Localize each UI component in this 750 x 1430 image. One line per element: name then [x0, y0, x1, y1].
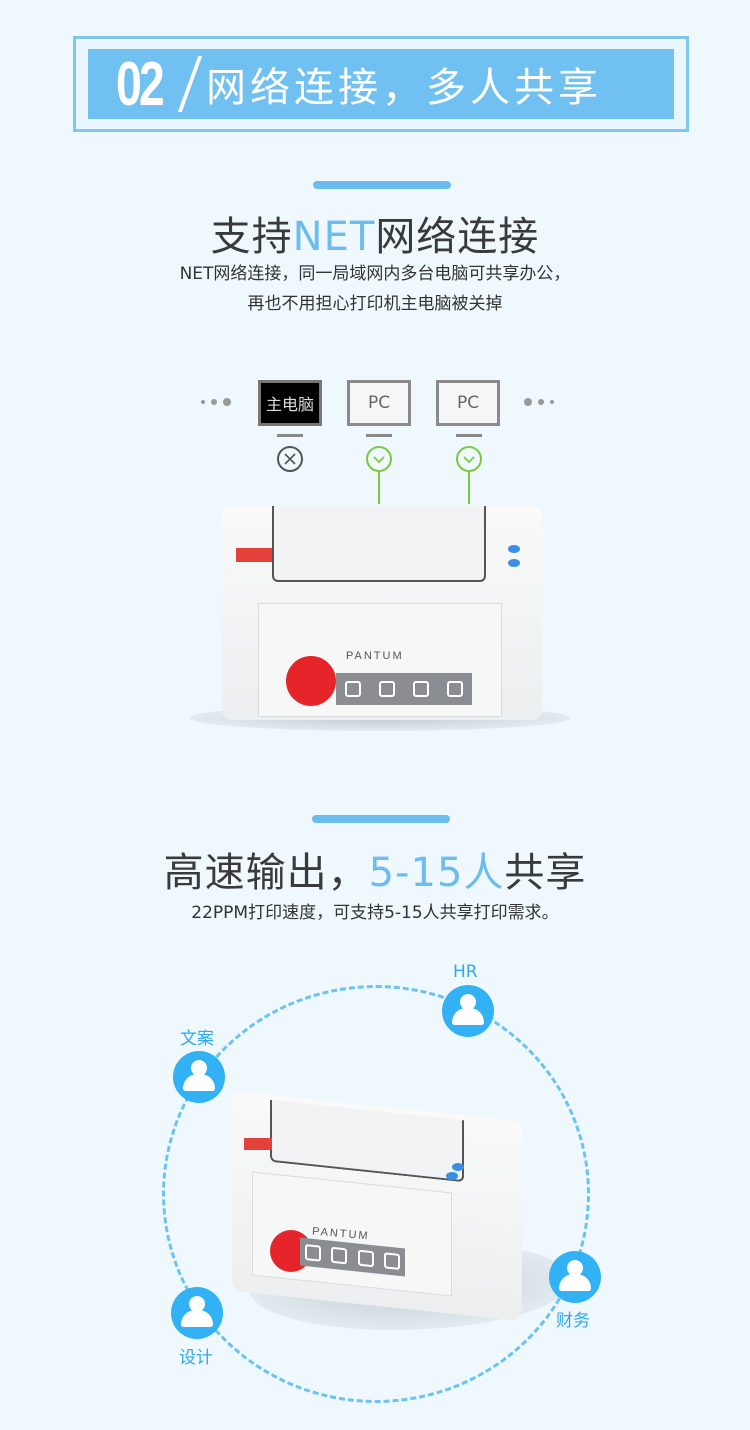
- more-dots-right: [524, 398, 554, 406]
- connection-line: [468, 472, 470, 504]
- section1-desc-1: NET网络连接，同一局域网内多台电脑可共享办公，: [179, 264, 571, 284]
- offline-x-icon: [277, 446, 303, 472]
- user-icon: [171, 1287, 223, 1339]
- title-text: 网络连接: [375, 214, 540, 260]
- user-label-finance: 财务: [556, 1311, 590, 1331]
- divider-bar: [313, 181, 451, 189]
- pc-monitor-2: PC: [436, 380, 500, 426]
- divider-bar: [312, 815, 450, 823]
- more-dots-left: [201, 398, 231, 406]
- banner-title: 网络连接，多人共享: [206, 65, 602, 111]
- title-highlight: NET: [292, 214, 376, 260]
- section-banner: 02 网络连接，多人共享: [73, 36, 689, 132]
- pc-monitor-1: PC: [347, 380, 411, 426]
- printer-brand-logo: PANTUM: [346, 650, 404, 662]
- title-highlight: 5-15人: [368, 850, 505, 896]
- user-label-design: 设计: [179, 1348, 213, 1368]
- section2-title: 高速输出，5-15人共享: [0, 840, 750, 898]
- monitor-stand: [456, 434, 482, 437]
- banner-inner: 02 网络连接，多人共享: [88, 49, 674, 119]
- check-icon: [366, 446, 392, 472]
- user-label-hr: HR: [453, 962, 478, 982]
- section2-desc: 22PPM打印速度，可支持5-15人共享打印需求。: [191, 903, 559, 923]
- sharing-ring: [162, 985, 590, 1403]
- section1-title: 支持NET网络连接: [0, 204, 750, 262]
- monitor-stand: [366, 434, 392, 437]
- check-icon: [456, 446, 482, 472]
- connection-line: [378, 472, 380, 504]
- section1-desc-2: 再也不用担心打印机主电脑被关掉: [247, 294, 503, 314]
- main-computer-monitor: 主电脑: [258, 380, 322, 426]
- title-text: 高速输出，: [163, 850, 369, 896]
- user-icon: [173, 1051, 225, 1103]
- user-label-copywriter: 文案: [180, 1029, 214, 1049]
- user-icon: [549, 1251, 601, 1303]
- title-text: 共享: [504, 850, 587, 896]
- banner-slash: [177, 56, 203, 112]
- banner-number: 02: [116, 49, 165, 119]
- user-icon: [442, 985, 494, 1037]
- title-text: 支持: [210, 214, 293, 260]
- monitor-stand: [277, 434, 303, 437]
